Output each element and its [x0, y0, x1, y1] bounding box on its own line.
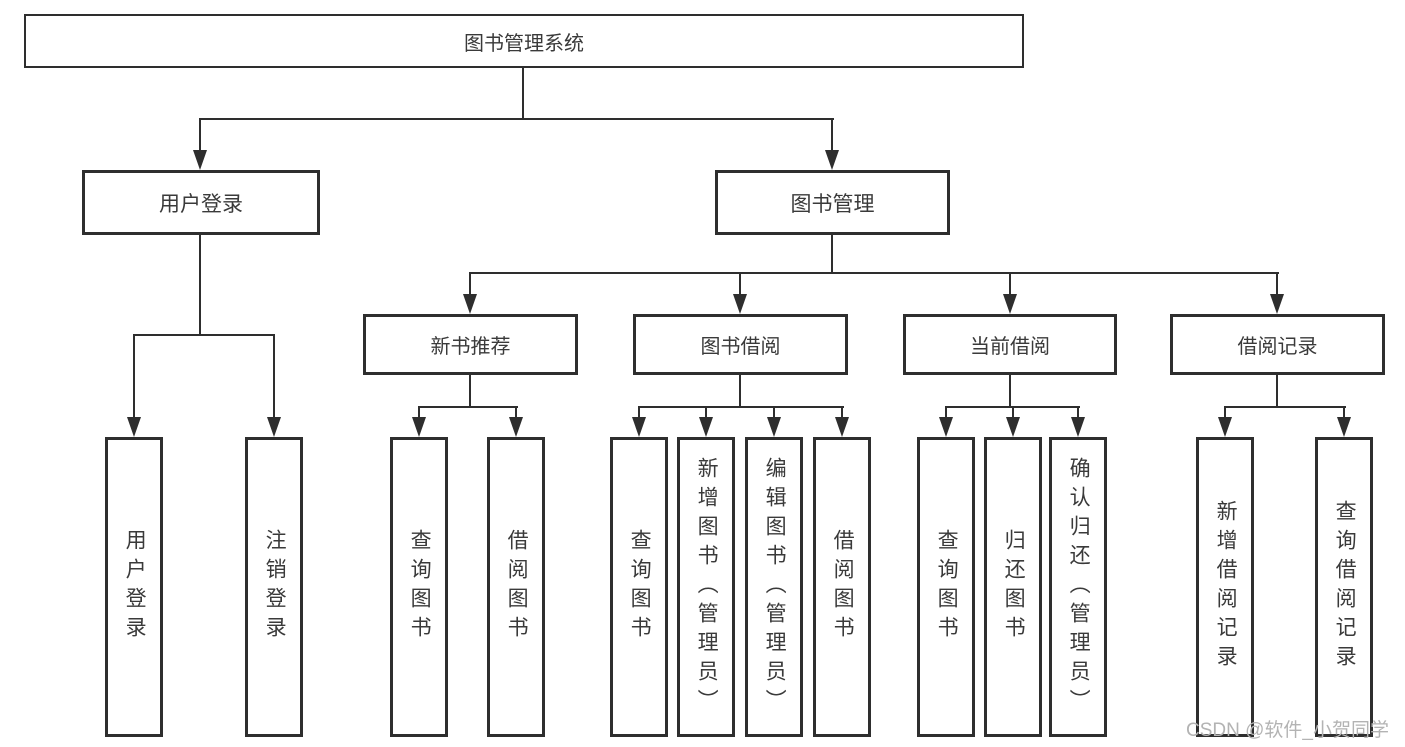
- leaf-user-login: 用户登录: [105, 437, 163, 737]
- leaf-query-books: 查询图书: [610, 437, 668, 737]
- arrow-down-icon: [193, 150, 207, 170]
- node-label: 确认归还（管理员）: [1067, 456, 1091, 718]
- node-label: 新书推荐: [430, 336, 511, 358]
- connector-down: [739, 375, 741, 408]
- connector-down: [1276, 375, 1278, 408]
- leaf-add-books-admin: 新增图书（管理员）: [677, 437, 735, 737]
- connector-bar: [1224, 406, 1346, 408]
- connector-down: [1009, 375, 1011, 408]
- node-label: 借阅记录: [1237, 336, 1318, 358]
- node-label: 当前借阅: [970, 336, 1050, 358]
- connector-leaf-stub: [841, 406, 843, 419]
- node-label: 编辑图书（管理员）: [763, 456, 787, 718]
- connector-bar: [638, 406, 844, 408]
- leaf-query-borrow-record: 查询借阅记录: [1315, 437, 1373, 737]
- arrow-down-icon: [767, 417, 781, 437]
- arrow-down-icon: [699, 417, 713, 437]
- connector-bar: [418, 406, 518, 408]
- node-current-borrowing: 当前借阅: [903, 314, 1117, 375]
- node-borrowing-records: 借阅记录: [1170, 314, 1385, 375]
- connector-leaf-stub: [638, 406, 640, 419]
- arrow-down-icon: [1003, 294, 1017, 314]
- node-label: 图书管理系统: [464, 32, 584, 55]
- arrow-down-icon: [267, 417, 281, 437]
- connector-leaf-stub: [1077, 406, 1079, 419]
- arrow-down-icon: [1337, 417, 1351, 437]
- csdn-watermark: CSDN @软件_小贺同学: [1186, 720, 1389, 741]
- leaf-query-books: 查询图书: [390, 437, 448, 737]
- node-label: 图书借阅: [700, 336, 781, 358]
- connector-l3-stub: [1009, 272, 1011, 296]
- connector-down: [469, 375, 471, 408]
- arrow-down-icon: [1071, 417, 1085, 437]
- node-label: 新增图书（管理员）: [695, 456, 719, 718]
- connector-book-mgmt-down: [831, 235, 833, 273]
- arrow-down-icon: [1218, 417, 1232, 437]
- connector-book-mgmt-bar: [469, 272, 1279, 274]
- node-label: 查询图书: [935, 529, 959, 645]
- connector-user-login-down: [199, 235, 201, 335]
- node-new-book-recommendation: 新书推荐: [363, 314, 578, 375]
- connector-leaf-stub: [705, 406, 707, 419]
- arrow-down-icon: [509, 417, 523, 437]
- leaf-add-borrow-record: 新增借阅记录: [1196, 437, 1254, 737]
- connector-l3-stub: [1276, 272, 1278, 296]
- arrow-down-icon: [835, 417, 849, 437]
- leaf-logout: 注销登录: [245, 437, 303, 737]
- connector-leaf-stub: [1343, 406, 1345, 419]
- leaf-borrow-books: 借阅图书: [487, 437, 545, 737]
- node-label: 查询图书: [628, 529, 652, 645]
- node-label: 查询图书: [408, 529, 432, 645]
- node-label: 查询借阅记录: [1333, 500, 1357, 674]
- node-label: 注销登录: [263, 529, 287, 645]
- node-label: 用户登录: [159, 192, 243, 216]
- arrow-down-icon: [412, 417, 426, 437]
- connector-user-login-bar: [133, 334, 275, 336]
- leaf-confirm-return-admin: 确认归还（管理员）: [1049, 437, 1107, 737]
- connector-book-mgmt-stub: [831, 118, 833, 152]
- node-label: 归还图书: [1002, 529, 1026, 645]
- connector-leaf-stub: [945, 406, 947, 419]
- node-library-management-system: 图书管理系统: [24, 14, 1024, 68]
- connector-leaf-stub: [773, 406, 775, 419]
- leaf-edit-books-admin: 编辑图书（管理员）: [745, 437, 803, 737]
- node-label: 借阅图书: [831, 529, 855, 645]
- arrow-down-icon: [939, 417, 953, 437]
- node-user-login: 用户登录: [82, 170, 320, 235]
- node-label: 图书管理: [790, 192, 875, 216]
- arrow-down-icon: [1270, 294, 1284, 314]
- connector-leaf-stub: [418, 406, 420, 419]
- arrow-down-icon: [825, 150, 839, 170]
- connector-user-login-stub: [199, 118, 201, 152]
- leaf-query-books: 查询图书: [917, 437, 975, 737]
- connector-leaf-stub: [515, 406, 517, 419]
- node-book-management: 图书管理: [715, 170, 950, 235]
- connector-l3-stub: [739, 272, 741, 296]
- connector-root-bar: [199, 118, 834, 120]
- leaf-return-books: 归还图书: [984, 437, 1042, 737]
- arrow-down-icon: [127, 417, 141, 437]
- connector-leaf-stub: [133, 334, 135, 418]
- node-label: 新增借阅记录: [1214, 500, 1238, 674]
- arrow-down-icon: [733, 294, 747, 314]
- connector-root-stub: [522, 68, 524, 119]
- arrow-down-icon: [1006, 417, 1020, 437]
- arrow-down-icon: [463, 294, 477, 314]
- leaf-borrow-books: 借阅图书: [813, 437, 871, 737]
- node-book-borrowing: 图书借阅: [633, 314, 848, 375]
- node-label: 用户登录: [123, 529, 147, 645]
- arrow-down-icon: [632, 417, 646, 437]
- connector-leaf-stub: [1224, 406, 1226, 419]
- connector-leaf-stub: [273, 334, 275, 418]
- node-label: 借阅图书: [505, 529, 529, 645]
- connector-l3-stub: [469, 272, 471, 296]
- connector-leaf-stub: [1012, 406, 1014, 419]
